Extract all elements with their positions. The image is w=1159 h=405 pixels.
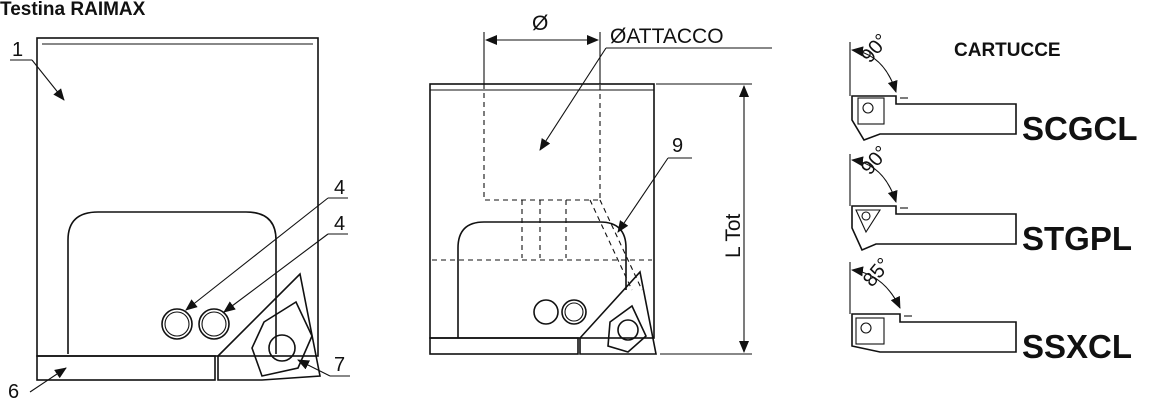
middle-shank-hidden bbox=[483, 83, 601, 201]
label-part-4b: 4 bbox=[334, 213, 345, 235]
cartridge-scgcl-label: SCGCL bbox=[1022, 110, 1138, 147]
left-base-plate bbox=[36, 355, 216, 381]
middle-insert-holder bbox=[579, 270, 657, 355]
label-length-total: L Tot bbox=[722, 213, 745, 258]
middle-pocket bbox=[457, 221, 627, 338]
left-screw-b bbox=[198, 308, 230, 340]
middle-insert bbox=[607, 304, 647, 353]
cartridge-scgcl-body bbox=[851, 95, 1017, 141]
label-diameter: Ø bbox=[532, 12, 548, 35]
cartridge-ssxcl: 85° SSXCL bbox=[849, 254, 1132, 365]
cartridge-stgpl-body bbox=[851, 205, 1017, 252]
left-pocket bbox=[67, 211, 277, 354]
cartridge-scgcl: 90° SCGCL bbox=[849, 30, 1138, 147]
label-part-1: 1 bbox=[12, 39, 23, 61]
label-part-6: 6 bbox=[8, 381, 19, 403]
cartridge-stgpl-angle: 90° bbox=[857, 142, 893, 179]
middle-view: Ø ØATTACCO 9 L Tot bbox=[429, 12, 772, 355]
label-diameter-attacco: ØATTACCO bbox=[610, 25, 724, 48]
cartridges-view: CARTUCCE 90° SCGCL 90° STGPL bbox=[849, 30, 1138, 365]
left-insert-holder bbox=[217, 272, 321, 381]
cartridge-stgpl-label: STGPL bbox=[1022, 220, 1132, 257]
label-part-7: 7 bbox=[334, 354, 345, 376]
middle-base-plate bbox=[429, 337, 579, 355]
left-view: 1 4 4 6 7 bbox=[8, 37, 350, 403]
middle-screw-a bbox=[533, 299, 559, 325]
label-part-4a: 4 bbox=[334, 177, 345, 199]
cartridge-ssxcl-angle: 85° bbox=[859, 254, 895, 291]
left-screw-a bbox=[161, 308, 193, 340]
label-part-9: 9 bbox=[672, 135, 683, 157]
cartridge-ssxcl-body bbox=[851, 313, 1017, 353]
left-insert-screw bbox=[268, 334, 296, 362]
cartridge-ssxcl-label: SSXCL bbox=[1022, 328, 1132, 365]
drawing-title: Testina RAIMAX bbox=[0, 0, 146, 20]
cartridges-header: CARTUCCE bbox=[954, 40, 1061, 61]
middle-screw-b bbox=[561, 299, 587, 325]
cartridge-scgcl-angle: 90° bbox=[857, 30, 893, 67]
middle-insert-screw bbox=[617, 319, 639, 341]
cartridge-stgpl: 90° STGPL bbox=[849, 142, 1132, 257]
